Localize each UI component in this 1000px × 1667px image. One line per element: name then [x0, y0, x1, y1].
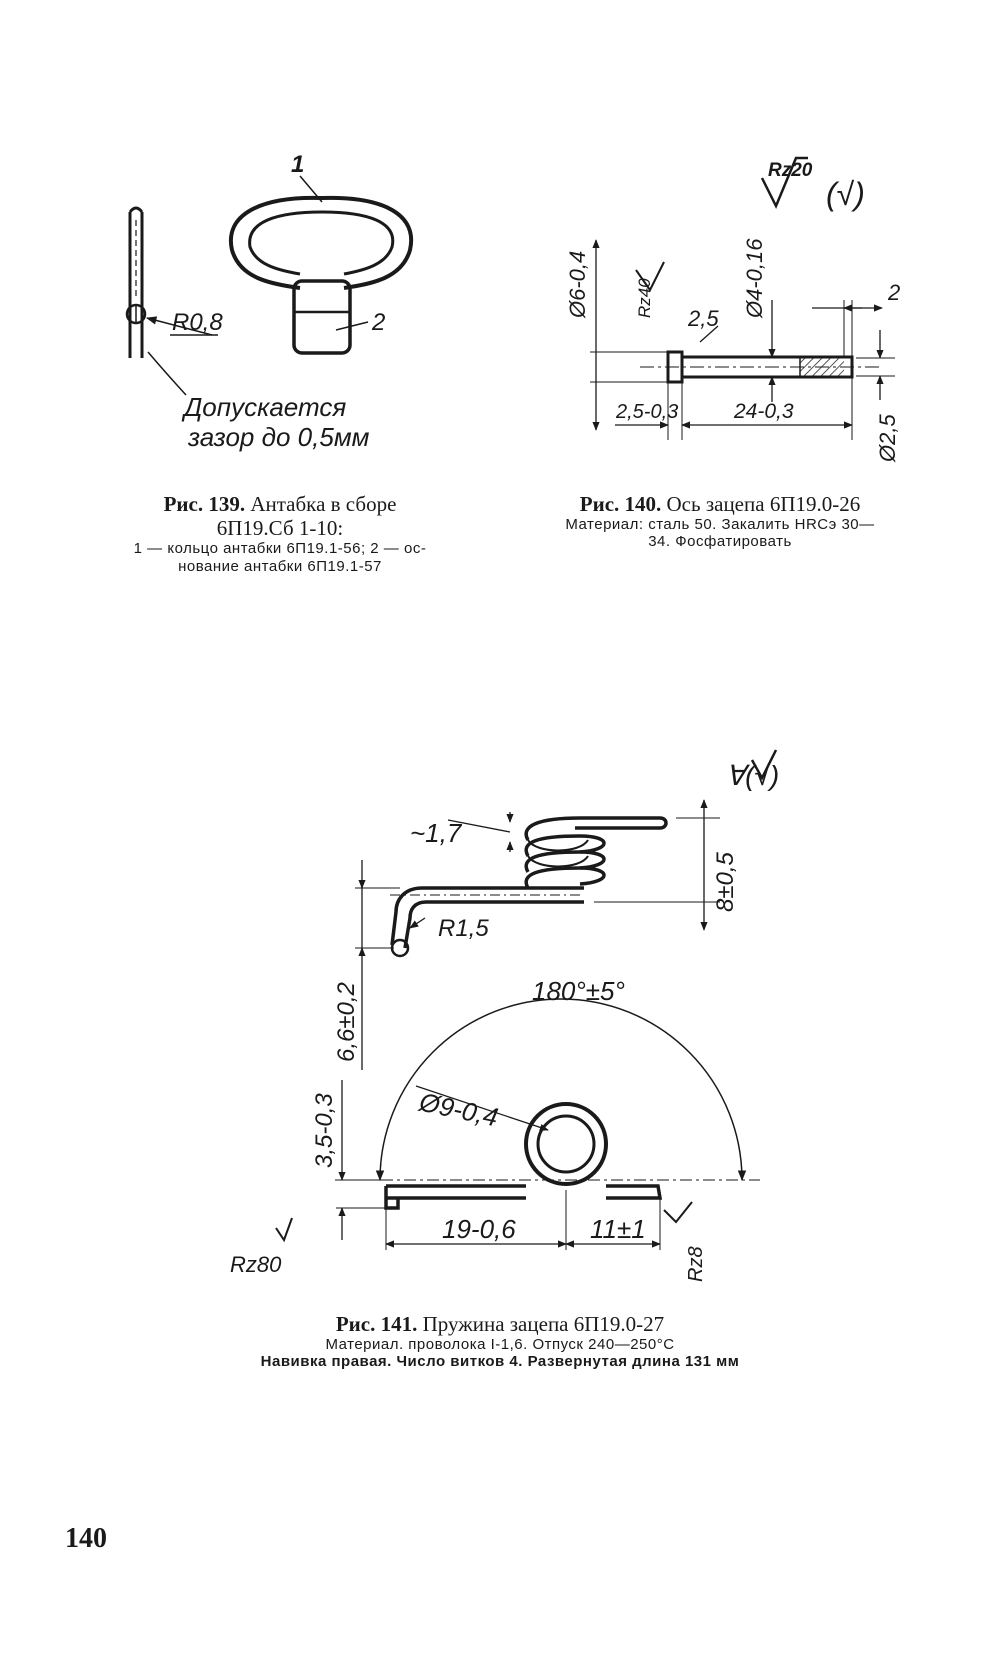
fig139-callout1-leader — [299, 175, 323, 203]
fig141-caption-label: Рис. — [335, 1312, 376, 1336]
fig141-angle: 180°±5° — [532, 976, 625, 1006]
fig139-caption-note1: 1 — кольцо антабки 6П19.1-56; 2 — ос- — [133, 540, 427, 558]
fig140-caption-note1: Материал: сталь 50. Закалить HRCэ 30— — [565, 516, 875, 534]
fig141-caption-num: 141. — [380, 1312, 418, 1336]
fig140-dim-d4: Ø4-0,16 — [742, 238, 767, 319]
fig140-dim-2: 2 — [887, 280, 900, 305]
fig139-drawing — [125, 175, 414, 396]
fig140-roughness-rest: (√) — [826, 176, 865, 212]
fig139-radius-leader — [145, 316, 213, 336]
fig141-coil-outer — [524, 1102, 608, 1186]
fig140-dim-head: 2,5-0,3 — [615, 401, 678, 423]
fig141-rz80: Rz80 — [230, 1252, 282, 1277]
fig139-note-line1: Допускается — [181, 392, 346, 422]
fig140-caption-note2: 34. Фосфатировать — [648, 533, 792, 551]
fig140-dim-d6: Ø6-0,4 — [565, 251, 590, 319]
fig141-radius: R1,5 — [438, 915, 489, 942]
fig140-roughness-main: Rz20 — [768, 160, 813, 181]
fig140-dim-chamfer: 2,5 — [687, 306, 719, 331]
fig139-base — [292, 279, 352, 355]
fig141-caption-note2: Навивка правая. Число витков 4. Разверну… — [260, 1353, 740, 1371]
fig141-dim-1-7: ~1,7 — [410, 818, 463, 848]
fig139-caption-label: Рис. — [163, 492, 204, 516]
fig141-rz8: Rz8 — [685, 1246, 707, 1282]
fig141-caption-title: Пружина зацепа 6П19.0-27 — [422, 1312, 665, 1336]
fig139-ring-inner — [248, 210, 395, 276]
fig141-dim-19: 19-0,6 — [442, 1214, 516, 1244]
fig139-callout2-leader — [335, 321, 369, 331]
page-number: 140 — [65, 1523, 107, 1554]
fig141-coils — [524, 816, 668, 889]
fig141-drawing — [275, 749, 778, 1250]
fig140-dim-d2-5: Ø2,5 — [875, 414, 900, 463]
fig140-caption-title: Ось зацепа 6П19.0-26 — [666, 492, 861, 516]
fig141-dim-d9: Ø9-0,4 — [416, 1086, 501, 1132]
fig139-caption-title2: 6П19.Сб 1-10: — [216, 516, 344, 541]
fig139-caption-title: Антабка в сборе — [250, 492, 397, 516]
fig141-angle-arc — [375, 998, 747, 1182]
fig139-caption-num: 139. — [208, 492, 246, 516]
fig141-bent-leg — [390, 886, 584, 949]
fig139-callout-1: 1 — [291, 151, 304, 178]
fig139-ring-outer — [228, 195, 414, 290]
fig139-caption: Рис. 139. Антабка в сборе 6П19.Сб 1-10: … — [80, 492, 480, 575]
fig141-dim-6-6: 6,6±0,2 — [333, 982, 360, 1062]
fig140-caption: Рис. 140. Ось зацепа 6П19.0-26 Материал:… — [500, 492, 940, 551]
fig141-dim-3-5: 3,5-0,3 — [311, 1093, 338, 1168]
fig141-roughness-rest: ∀(√) — [726, 760, 779, 791]
fig139-note-leader — [147, 351, 187, 396]
fig141-caption-note1: Материал. проволока I-1,6. Отпуск 240—25… — [325, 1336, 675, 1354]
fig140-caption-num: 140. — [624, 492, 662, 516]
fig139-note-line2: зазор до 0,5мм — [187, 422, 370, 452]
fig139-radius-label: R0,8 — [172, 309, 223, 336]
fig140-rz40: Rz40 — [635, 278, 654, 318]
fig141-dim-8: 8±0,5 — [712, 851, 739, 912]
fig140-dim-24: 24-0,3 — [733, 400, 794, 423]
fig139-callout-2: 2 — [371, 309, 385, 336]
fig140-drawing — [590, 156, 895, 440]
fig140-roughness-symbol — [760, 156, 808, 210]
fig139-side-strap — [128, 206, 144, 358]
fig141-top-legs — [384, 1184, 663, 1210]
fig141-coil-inner — [536, 1114, 596, 1174]
fig139-caption-note2: нование антабки 6П19.1-57 — [178, 557, 382, 575]
fig140-caption-label: Рис. — [579, 492, 620, 516]
fig141-caption: Рис. 141. Пружина зацепа 6П19.0-27 Матер… — [160, 1312, 840, 1371]
fig141-dim-11: 11±1 — [590, 1214, 646, 1244]
